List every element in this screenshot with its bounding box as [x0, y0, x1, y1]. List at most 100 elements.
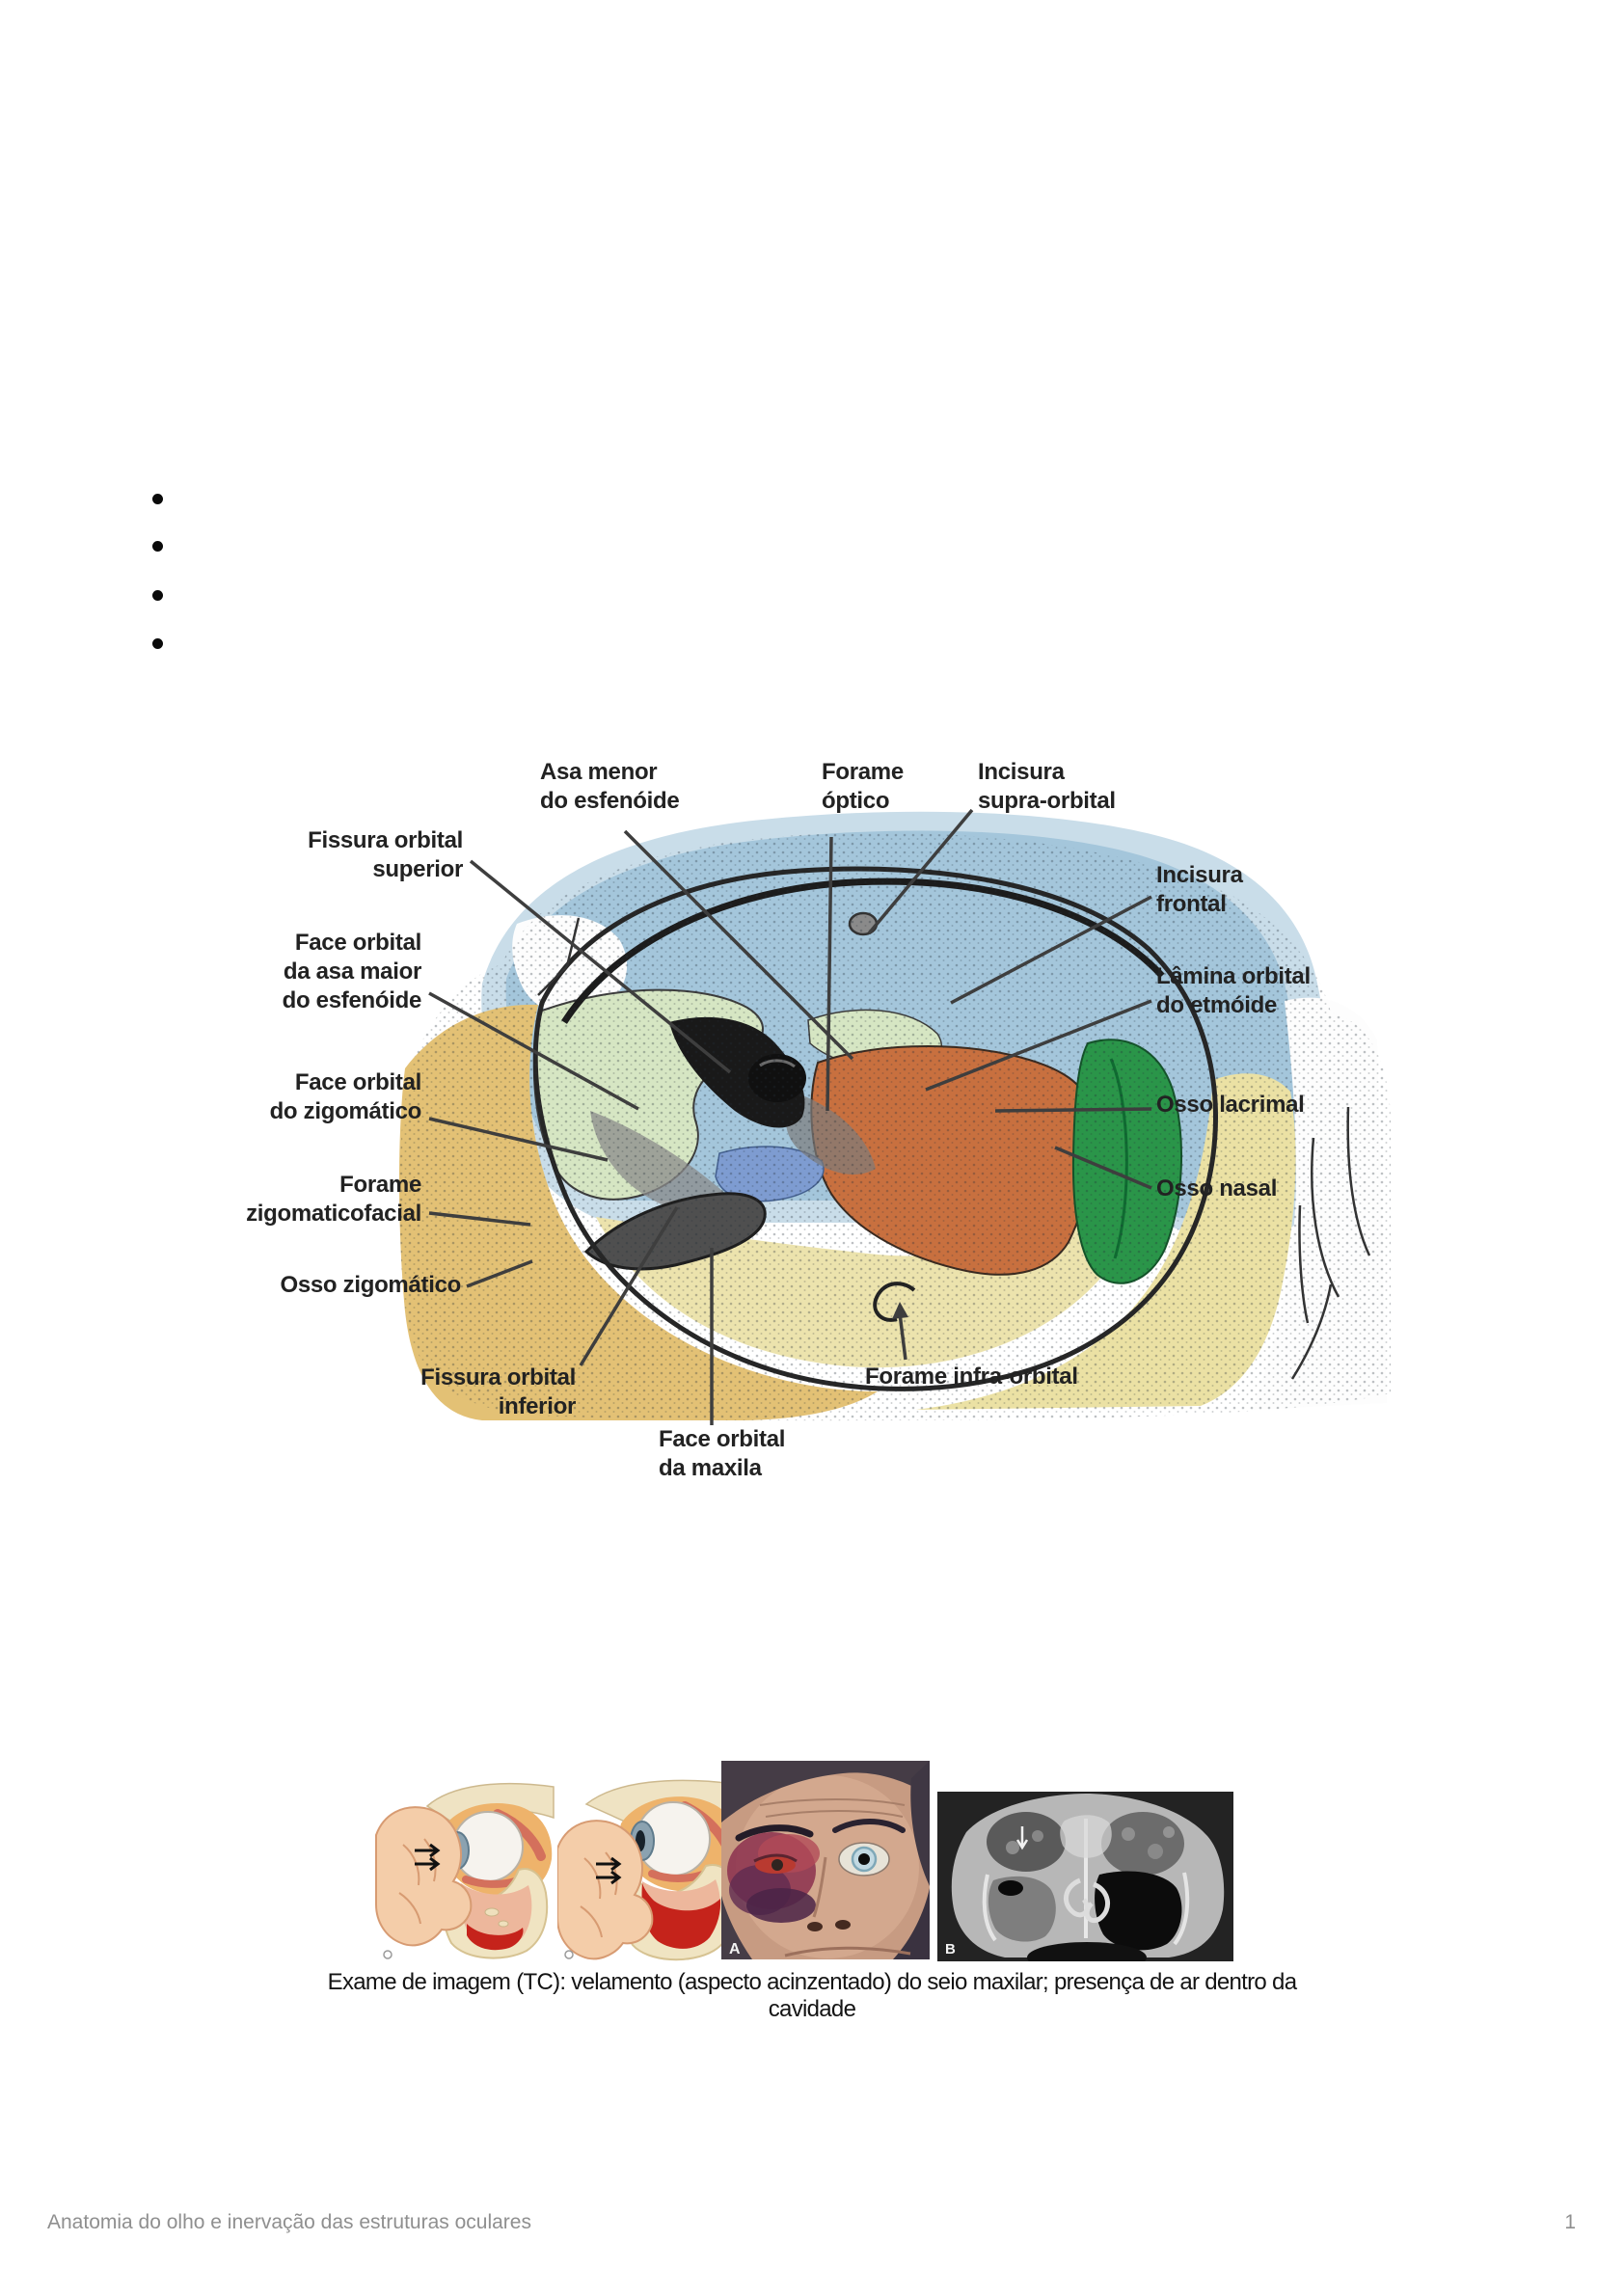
label-line: do zigomático [269, 1098, 422, 1124]
ct-bone-outline-right [1173, 1872, 1190, 1946]
impact-arrows-icon [415, 1843, 441, 1872]
blowout-fracture-illustration-1 [375, 1782, 555, 1959]
label-line: Forame infra-orbital [865, 1364, 1078, 1390]
label-line: Incisura [1156, 862, 1243, 888]
bullet-point [152, 494, 163, 504]
leader-osso-nasal [1054, 1146, 1152, 1190]
label-line: inferior [498, 1393, 577, 1419]
leader-fissura-inferior [579, 1206, 679, 1366]
ct-oral-cavity [1027, 1942, 1147, 1961]
figure-caption: Exame de imagem (TC): velamento (aspecto… [327, 1969, 1297, 2022]
label-line: óptico [822, 788, 890, 814]
ct-orbit-texture [1148, 1844, 1163, 1859]
ct-ethmoid-cells [1060, 1815, 1112, 1858]
leader-lines [428, 808, 1152, 1425]
leader-arrowhead [892, 1302, 908, 1319]
ct-bone-outline-left [982, 1874, 997, 1942]
left-eyebrow [735, 1824, 814, 1842]
label-osso-zigomatico: Osso zigomático [172, 1271, 461, 1300]
leader-osso-zigomatico [466, 1259, 533, 1288]
bullet-point [152, 638, 163, 649]
leader-incisura-supra [867, 808, 974, 935]
fist [375, 1806, 473, 1947]
blowout-fracture-illustration-2 [557, 1779, 744, 1961]
sinus-blood-pool [467, 1924, 524, 1951]
upper-lip-shadow [784, 1946, 911, 1958]
footer-title: Anatomia do olho e inervação das estrutu… [47, 2211, 531, 2233]
label-line: frontal [1156, 891, 1227, 917]
label-face-orbital-maxila: Face orbital da maxila [659, 1425, 785, 1483]
leader-forame-infra-orbital [898, 1312, 907, 1361]
nose-shading [812, 1856, 827, 1918]
stipple-texture [399, 832, 1392, 1421]
leader-lamina-etmoide [925, 999, 1152, 1092]
nostril-left [807, 1922, 823, 1931]
forehead-wrinkles [759, 1798, 906, 1818]
figure-mark [564, 1950, 574, 1959]
label-fissura-orbital-superior: Fissura orbital superior [174, 826, 463, 884]
label-line: Incisura [978, 759, 1065, 785]
label-incisura-supra-orbital: Incisura supra-orbital [978, 758, 1116, 816]
leader-face-zigomatico [428, 1117, 609, 1162]
label-incisura-frontal: Incisura frontal [1156, 861, 1243, 919]
bone-fragment [484, 1907, 500, 1917]
label-osso-nasal: Osso nasal [1156, 1174, 1277, 1203]
injured-eye-iris [771, 1859, 783, 1871]
label-fissura-orbital-inferior: Fissura orbital inferior [286, 1364, 576, 1421]
leader-fissura-superior [469, 859, 732, 1074]
label-line: Asa menor [540, 759, 658, 785]
wide-eye-pupil [858, 1853, 870, 1865]
leader-incisura-frontal [950, 895, 1152, 1005]
label-line: Forame [822, 759, 904, 785]
figure-mark [383, 1950, 392, 1959]
label-line: Face orbital [294, 930, 421, 956]
label-line: Forame [339, 1172, 421, 1198]
label-face-orbital-asa-maior: Face orbital da asa maior do esfenóide [132, 929, 422, 1015]
ct-turbinate-right [1084, 1881, 1110, 1923]
label-line: supra-orbital [978, 788, 1116, 814]
label-lamina-orbital-etmoide: Lâmina orbital do etmóide [1156, 962, 1311, 1020]
orbit-anatomy-illustration [399, 808, 1392, 1425]
bone-fragment [498, 1920, 509, 1928]
leader-forame-zigomaticofacial [428, 1211, 531, 1227]
label-forame-optico: Forame óptico [822, 758, 904, 816]
bullet-point [152, 590, 163, 601]
label-line: Fissura orbital [308, 827, 463, 853]
label-line: Fissura orbital [420, 1364, 576, 1390]
right-eyebrow [832, 1819, 906, 1833]
label-line: da maxila [659, 1455, 762, 1481]
footer-page-number: 1 [1564, 2211, 1576, 2233]
label-line: zigomaticofacial [246, 1201, 421, 1227]
leader-asa-maior [428, 991, 639, 1111]
hair-left-bottom [721, 1896, 752, 1959]
label-line: Osso lacrimal [1156, 1092, 1305, 1118]
label-face-orbital-zigomatico: Face orbital do zigomático [132, 1068, 422, 1126]
hair-top [721, 1761, 930, 1822]
label-line: Osso nasal [1156, 1175, 1278, 1202]
ct-frame-label: B [945, 1941, 956, 1958]
ct-orbit-texture [1122, 1827, 1135, 1841]
label-line: superior [372, 856, 463, 882]
hair-right [910, 1761, 930, 1886]
ct-orbit-texture [1163, 1826, 1175, 1838]
ct-orbit-right [1101, 1812, 1184, 1876]
label-line: Lâmina orbital [1156, 963, 1311, 989]
hair-right-bottom [893, 1888, 930, 1959]
label-line: Osso zigomático [280, 1272, 461, 1298]
label-line: do esfenóide [540, 788, 680, 814]
bruise-under [746, 1888, 816, 1923]
ct-scan-coronal-sinuses: B [937, 1792, 1233, 1961]
label-osso-lacrimal: Osso lacrimal [1156, 1091, 1305, 1120]
photo-frame-label: A [729, 1941, 741, 1958]
label-line: do esfenóide [282, 987, 422, 1013]
clinical-photo-periorbital-hematoma: A [721, 1761, 930, 1959]
ct-orbit-texture [1032, 1830, 1043, 1842]
leader-osso-lacrimal [994, 1107, 1152, 1113]
nostril-right [835, 1920, 851, 1930]
label-line: da asa maior [283, 958, 421, 985]
ct-annotation-arrow-icon [1015, 1826, 1029, 1850]
label-forame-infra-orbital: Forame infra-orbital [865, 1363, 1078, 1391]
impact-arrows-icon [596, 1856, 622, 1885]
label-line: Face orbital [659, 1426, 786, 1452]
